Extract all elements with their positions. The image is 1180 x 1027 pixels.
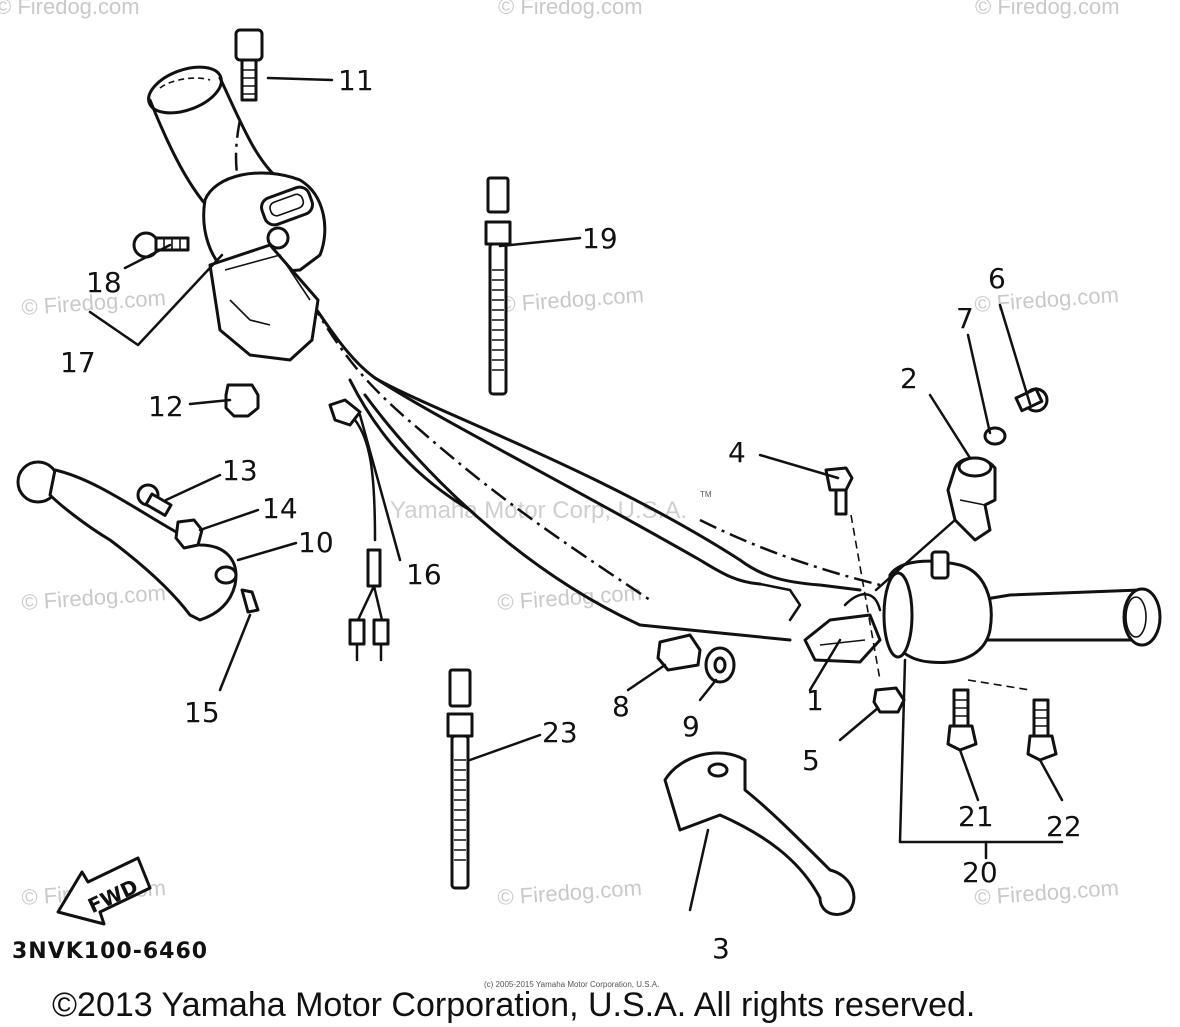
tiny-copyright: (c) 2005-2015 Yamaha Motor Corporation, … bbox=[484, 980, 659, 989]
left-switch-assembly bbox=[202, 171, 327, 362]
diagram-code: 3NVK100-6460 bbox=[12, 939, 208, 964]
tm-mark: TM bbox=[700, 490, 712, 499]
right-grip bbox=[978, 587, 1162, 647]
part-label-18: 18 bbox=[86, 266, 122, 299]
right-switch-assembly bbox=[882, 550, 993, 665]
part-label-1: 1 bbox=[806, 684, 824, 717]
handlebar bbox=[234, 119, 881, 642]
hardware bbox=[132, 28, 1058, 890]
leader-lines bbox=[88, 76, 1064, 912]
part-label-8: 8 bbox=[612, 690, 630, 723]
watermark: © Firedog.com bbox=[497, 875, 643, 910]
part-number-labels: 1 2 3 4 5 6 7 8 9 10 11 12 13 14 15 16 1… bbox=[60, 64, 1082, 965]
watermark: © Firedog.com bbox=[498, 0, 643, 19]
part-label-13: 13 bbox=[222, 454, 258, 487]
part-label-15: 15 bbox=[184, 696, 220, 729]
part-label-9: 9 bbox=[682, 710, 700, 743]
watermark: © Firedog.com bbox=[499, 282, 645, 317]
clutch-lever bbox=[16, 460, 238, 622]
part-label-6: 6 bbox=[988, 262, 1006, 295]
part-label-21: 21 bbox=[958, 800, 994, 833]
part-label-2: 2 bbox=[900, 362, 918, 395]
center-watermark: Yamaha Motor Corp, U.S.A. bbox=[390, 497, 687, 524]
copyright-notice: ©2013 Yamaha Motor Corporation, U.S.A. A… bbox=[52, 986, 975, 1024]
fwd-arrow: FWD bbox=[56, 856, 152, 926]
part-label-10: 10 bbox=[298, 526, 334, 559]
watermark: © Firedog.com bbox=[975, 0, 1120, 19]
part-label-11: 11 bbox=[338, 64, 374, 97]
lever-holder bbox=[803, 593, 882, 664]
part-label-23: 23 bbox=[542, 716, 578, 749]
part-label-3: 3 bbox=[712, 932, 730, 965]
part-label-12: 12 bbox=[148, 390, 184, 423]
part-label-4: 4 bbox=[728, 436, 746, 469]
holder-bracket bbox=[946, 456, 997, 542]
part-label-20: 20 bbox=[962, 856, 998, 889]
part-label-22: 22 bbox=[1046, 810, 1082, 843]
part-label-5: 5 bbox=[802, 744, 820, 777]
part-label-14: 14 bbox=[262, 492, 298, 525]
watermark-layer: © Firedog.com © Firedog.com © Firedog.co… bbox=[0, 0, 1120, 910]
part-label-16: 16 bbox=[406, 558, 442, 591]
watermark: © Firedog.com bbox=[0, 0, 140, 19]
part-label-19: 19 bbox=[582, 222, 618, 255]
part-label-7: 7 bbox=[956, 302, 974, 335]
watermark: © Firedog.com bbox=[21, 580, 167, 615]
brake-lever bbox=[663, 751, 856, 916]
part-label-17: 17 bbox=[60, 346, 96, 379]
